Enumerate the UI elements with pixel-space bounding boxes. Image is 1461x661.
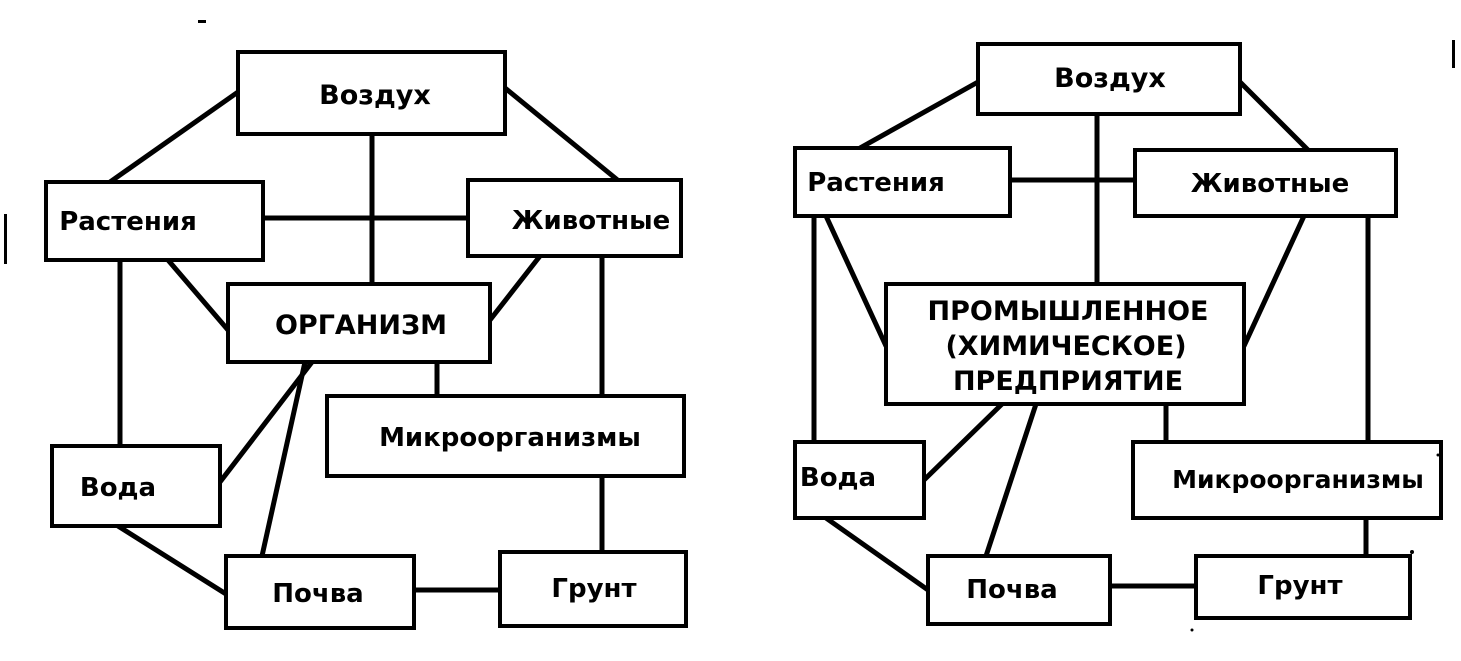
speck [1452,40,1455,68]
link-air-animals [1237,79,1311,153]
speck [1190,628,1194,632]
left-soil-label: Почва [272,579,363,609]
link-organism-water [217,359,315,485]
left-node-soil: Почва [224,554,416,630]
left-node-water: Вода [50,444,222,528]
link-animals-enterprise [1241,213,1307,349]
link-enterprise-water [921,401,1005,483]
left-node-organism: ОРГАНИЗМ [226,282,492,364]
left-node-plants: Растения [44,180,265,262]
right-air-label: Воздух [1054,63,1166,94]
scan-artifacts [4,20,1455,632]
left-node-microorganisms: Микроорганизмы [325,394,686,478]
right-animals-label: Животные [1191,169,1350,199]
left-animals-label: Животные [512,206,671,236]
right-microorganisms-label: Микроорганизмы [1172,465,1424,494]
link-plants-organism [165,257,231,333]
left-diagram: Воздух Растения Животные ОРГАНИЗМ Микроо… [44,50,688,630]
right-enterprise-line-2: (ХИМИЧЕСКОЕ) [945,331,1186,362]
right-node-ground: Грунт [1194,554,1412,620]
speck [1410,550,1414,554]
right-node-microorganisms: Микроорганизмы [1131,440,1443,520]
left-connectors [107,85,623,597]
right-node-enterprise: ПРОМЫШЛЕННОЕ (ХИМИЧЕСКОЕ) ПРЕДПРИЯТИЕ [884,282,1246,406]
left-water-label: Вода [80,473,156,503]
right-water-label: Вода [800,463,876,493]
left-ground-label: Грунт [551,574,636,604]
speck [4,214,7,264]
right-node-animals: Животные [1133,148,1398,218]
right-node-plants: Растения [793,146,1012,218]
right-node-soil: Почва [926,554,1112,626]
link-enterprise-soil [983,401,1039,559]
right-enterprise-line-3: ПРЕДПРИЯТИЕ [953,366,1183,397]
right-connectors [811,79,1371,593]
right-node-air: Воздух [976,42,1242,116]
right-ground-label: Грунт [1257,571,1342,601]
right-diagram: Воздух Растения Животные ПРОМЫШЛЕННОЕ (Х… [793,42,1443,626]
speck [1436,453,1440,457]
left-organism-label: ОРГАНИЗМ [275,310,447,341]
link-plants-enterprise [823,213,889,349]
right-plants-label: Растения [807,168,945,198]
left-node-animals: Животные [466,178,683,258]
left-node-ground: Грунт [498,550,688,628]
right-node-water: Вода [793,440,926,520]
link-air-plants [107,89,241,185]
speck [198,20,206,23]
link-animals-organism [487,253,543,323]
left-microorganisms-label: Микроорганизмы [379,423,641,453]
left-node-air: Воздух [236,50,507,136]
left-air-label: Воздух [319,80,431,111]
link-water-soil [823,515,931,593]
link-water-soil [115,523,229,597]
link-air-plants [857,79,981,151]
right-soil-label: Почва [966,575,1057,605]
link-organism-soil [259,359,308,559]
left-plants-label: Растения [59,207,197,237]
link-air-animals [502,85,623,185]
right-enterprise-line-1: ПРОМЫШЛЕННОЕ [928,296,1209,327]
